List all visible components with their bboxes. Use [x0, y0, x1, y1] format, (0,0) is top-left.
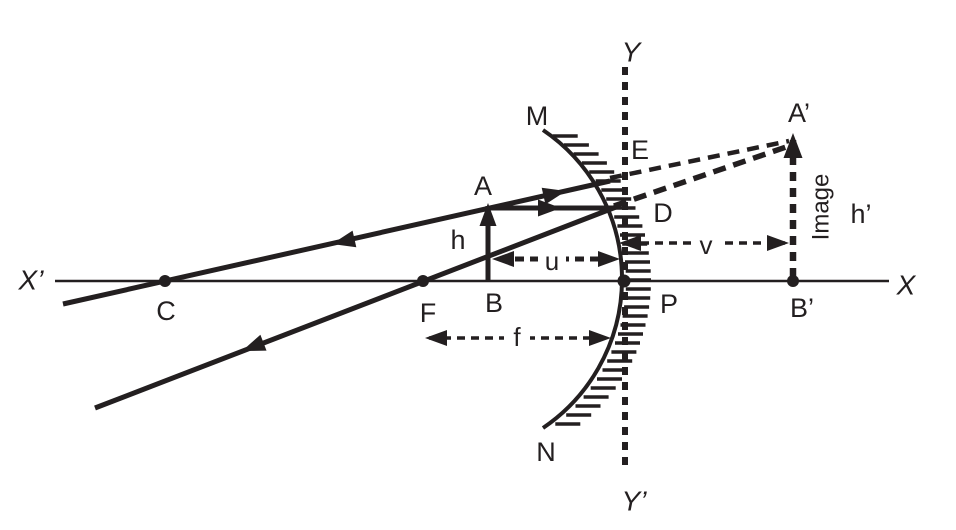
incidence-mid-label: D [653, 198, 673, 228]
incident-ray-arrowhead-upper [541, 187, 566, 205]
rays [62, 138, 790, 411]
focus-point [417, 275, 429, 287]
image-height-label: h’ [850, 199, 871, 229]
image-distance-label-bg [692, 232, 720, 256]
pole-label: P [660, 289, 678, 319]
image-distance-arrowhead-right [767, 235, 789, 251]
object-arrow [479, 203, 497, 280]
object-distance-arrowhead-right [598, 251, 620, 267]
reflected-ray-arrowhead-lower [242, 334, 267, 351]
image-base-label: B’ [790, 293, 814, 323]
reflected-ray-arrowhead-upper [332, 230, 357, 248]
image-arrowhead [783, 133, 803, 158]
focal-length-label: f [513, 322, 521, 352]
mirror [541, 128, 651, 430]
focal-length-arrowhead-right [589, 330, 611, 346]
x-axis-left-label: X’ [18, 265, 45, 296]
image-base-point [787, 275, 799, 287]
mirror-hatching [552, 134, 651, 426]
center-of-curvature-label: C [156, 296, 176, 326]
focus-label: F [420, 298, 437, 328]
object-arrowhead [479, 203, 497, 226]
measurements [425, 232, 789, 350]
image-tip-label: A’ [788, 98, 810, 128]
center-of-curvature-point [159, 275, 171, 287]
ray-arrowheads [242, 187, 566, 351]
object-height-label: h [450, 225, 465, 255]
object-distance-label-bg [538, 248, 566, 272]
mirror-top-label: M [526, 101, 549, 131]
y-axis-top-label: Y [622, 37, 643, 68]
x-axis-right-label: X [896, 270, 917, 301]
axis-points [159, 274, 799, 288]
image-arrow [783, 133, 803, 277]
backward-extension-lower [613, 143, 790, 209]
object-distance-label: u [545, 246, 559, 276]
ray-reflected-through-focus [94, 204, 617, 411]
object-tip-label: A [474, 171, 492, 201]
object-base-label: B [485, 288, 503, 318]
image-caption: Image [808, 174, 835, 241]
incident-ray-arrowhead-mid [538, 199, 561, 217]
backward-extension-upper [609, 138, 790, 181]
incidence-upper-label: E [631, 135, 649, 165]
axes [55, 67, 889, 470]
image-distance-arrowhead-left [619, 235, 641, 251]
image-distance-label: v [700, 230, 713, 260]
mirror-surface [541, 128, 625, 430]
y-axis-bottom-label: Y’ [622, 486, 648, 517]
mirror-bottom-label: N [536, 437, 556, 467]
focal-length-arrowhead-left [425, 330, 447, 346]
labels: Y Y’ X’ X M N E D A B h C F P A’ B’ h’ I… [18, 37, 917, 517]
pole-point [617, 274, 631, 288]
focal-length-label-bg [504, 326, 530, 350]
object-distance-arrowhead-left [492, 251, 514, 267]
